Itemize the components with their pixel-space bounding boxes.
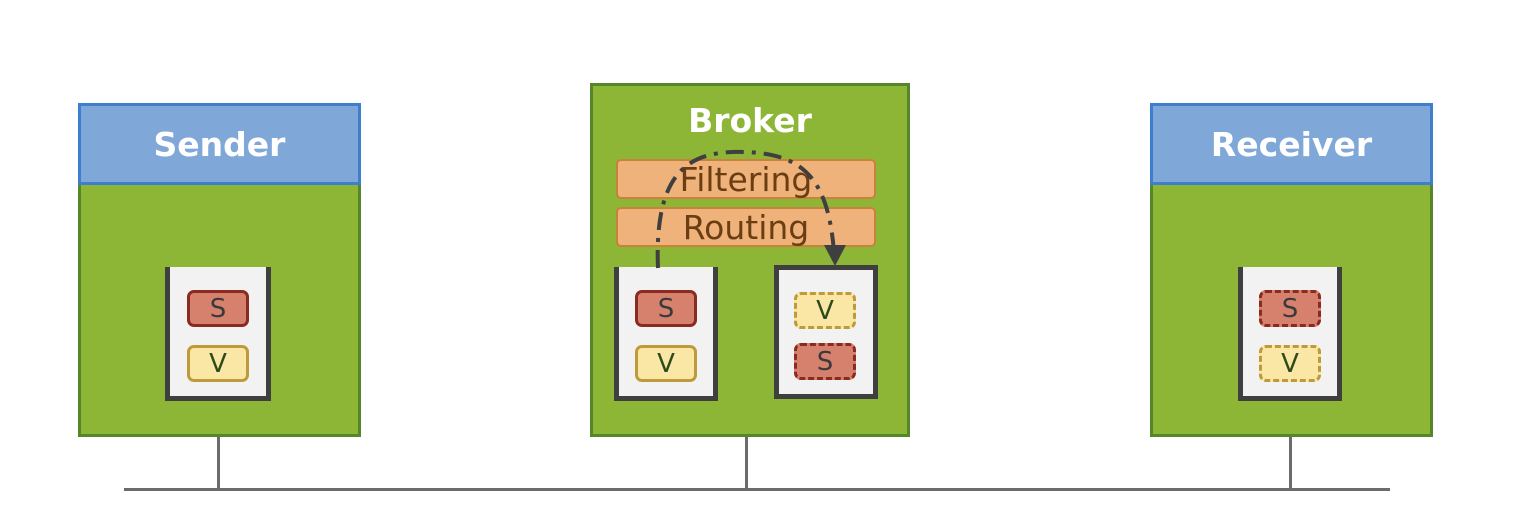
receiver-message-s: S — [1259, 290, 1321, 327]
broker-connector — [745, 436, 748, 489]
receiver-message-v: V — [1259, 345, 1321, 382]
sender-title: Sender — [153, 124, 286, 164]
receiver-header: Receiver — [1150, 103, 1433, 185]
sender-message-s: S — [187, 290, 249, 327]
broker-inbound-message-s: S — [635, 290, 697, 327]
filtering-stage: Filtering — [616, 159, 876, 199]
sender-connector — [217, 436, 220, 489]
broker-inbound-message-v: V — [635, 345, 697, 382]
routing-stage: Routing — [616, 207, 876, 247]
network-bus — [124, 488, 1390, 491]
receiver-connector — [1289, 436, 1292, 489]
broker-title: Broker — [688, 101, 812, 140]
broker-outbound-queue — [774, 265, 878, 399]
receiver-title: Receiver — [1210, 124, 1373, 164]
sender-header: Sender — [78, 103, 361, 185]
broker-outbound-message-s: S — [794, 343, 856, 380]
sender-message-v: V — [187, 345, 249, 382]
broker-outbound-message-v: V — [794, 292, 856, 329]
